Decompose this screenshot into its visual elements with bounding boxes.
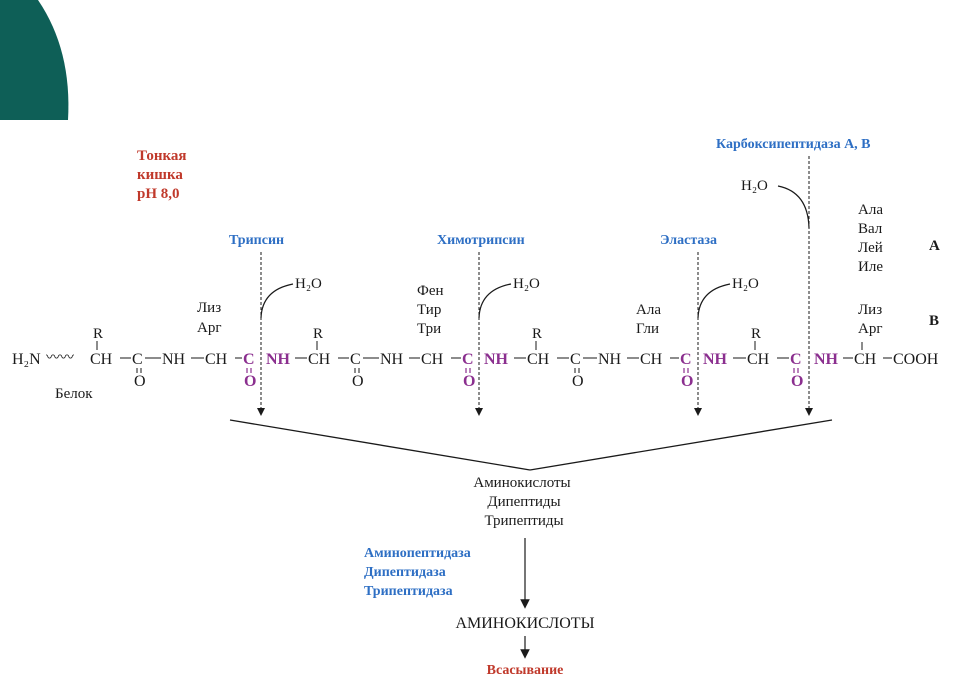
water-3: H₂O [732,276,759,292]
chain-c-7: C [790,351,802,368]
chain-o-1: O [134,373,146,390]
chain-c-2: C [243,351,255,368]
chain-o-6: O [681,373,693,390]
chain-nh-7: NH [814,351,839,368]
chain-ch-5: CH [527,351,550,368]
peptidase-amino: Аминопептидаза [364,546,471,561]
chain-c-4: C [462,351,474,368]
enzyme-elastase: Эластаза [660,233,717,248]
chain-nh-1: NH [162,351,186,368]
enzyme-chymotrypsin: Химотрипсин [437,233,525,248]
chain-c-1: C [132,351,143,368]
chain-ch-7: CH [747,351,770,368]
intestine-label-2: кишка [137,167,183,183]
intestine-ph: pH 8,0 [137,186,180,202]
chain-ch-1: CH [90,351,113,368]
chain-r-1: R [93,326,103,342]
chain-ch-3: CH [308,351,331,368]
chain-cooh: COOH [893,351,939,368]
enzyme-carboxypeptidase: Карбоксипептидаза А, В [716,137,871,152]
chymo-residue-2: Тир [417,302,441,318]
chain-wave: 〰〰 [46,351,74,366]
trypsin-residue-1: Лиз [197,300,221,316]
product-tripeptides: Трипептиды [484,513,563,529]
carboxy-b-residue-2: Арг [858,321,883,337]
chymo-residue-1: Фен [417,283,444,299]
chain-o-3: O [352,373,364,390]
chain-c-6: C [680,351,692,368]
chain-c-5: C [570,351,581,368]
peptidase-di: Дипептидаза [364,565,446,580]
final-aminoacids: АМИНОКИСЛОТЫ [455,615,594,632]
chain-c-3: C [350,351,361,368]
label-a: А [929,238,940,254]
corner-decoration [0,0,69,120]
protein-label: Белок [55,386,93,402]
chain-ch-2: CH [205,351,228,368]
trypsin-residue-2: Арг [197,320,222,336]
label-b: В [929,313,939,329]
chain-o-4: O [463,373,475,390]
chain-r-3: R [532,326,542,342]
chain-r-2: R [313,326,323,342]
elastase-residue-1: Ала [636,302,661,318]
elastase-residue-2: Гли [636,321,659,337]
chain-r-4: R [751,326,761,342]
peptidase-tri: Трипептидаза [364,584,453,599]
chain-o-7: O [791,373,803,390]
chain-nh-4: NH [484,351,509,368]
carboxy-a-residue-4: Иле [858,259,883,275]
chain-ch-6: CH [640,351,663,368]
cleavage-lines [257,156,813,416]
chain-nh-3: NH [380,351,404,368]
chain-ch-4: CH [421,351,444,368]
carboxy-a-residue-1: Ала [858,202,883,218]
chain-nh-6: NH [703,351,728,368]
absorption-label: Всасывание [487,663,564,678]
chain-ch-8: CH [854,351,877,368]
intestine-label-1: Тонкая [137,148,187,164]
peptide-chain: H₂N 〰〰 R CH C O NH CH C O NH R CH C O NH… [12,326,939,390]
chain-nh-5: NH [598,351,622,368]
chain-o-5: O [572,373,584,390]
chymo-residue-3: Три [417,321,441,337]
funnel-lines [229,419,833,471]
product-dipeptides: Дипептиды [487,494,560,510]
chain-nh-2: NH [266,351,291,368]
water-2: H₂O [513,276,540,292]
chain-h2n: H₂N [12,351,41,368]
water-1: H₂O [295,276,322,292]
carboxy-b-residue-1: Лиз [858,302,882,318]
enzyme-trypsin: Трипсин [229,233,284,248]
product-aminoacids: Аминокислоты [473,475,570,491]
carboxy-a-residue-3: Лей [858,240,883,256]
chain-o-2: O [244,373,256,390]
water-4: H₂O [741,178,768,194]
water-hooks [260,185,810,319]
carboxy-a-residue-2: Вал [858,221,883,237]
